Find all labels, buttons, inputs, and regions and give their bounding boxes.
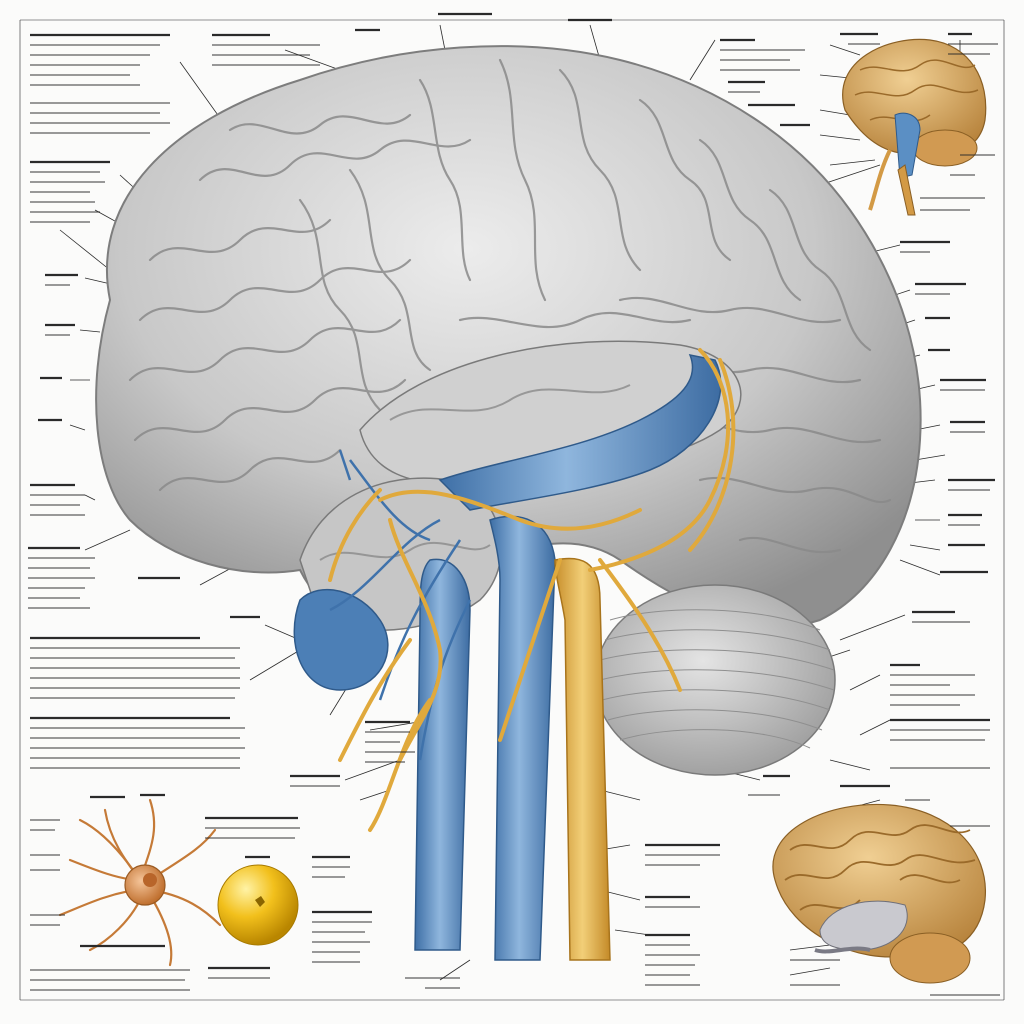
cerebellum: [594, 584, 836, 776]
inset-brain-top-right: [842, 38, 987, 216]
yellow-sphere: [217, 864, 299, 946]
nerves: [328, 348, 736, 961]
neuron: [58, 798, 222, 967]
blood-vessels: [293, 353, 722, 961]
inset-brain-bottom-right: [772, 803, 986, 984]
label-scribbles: [28, 12, 1000, 996]
